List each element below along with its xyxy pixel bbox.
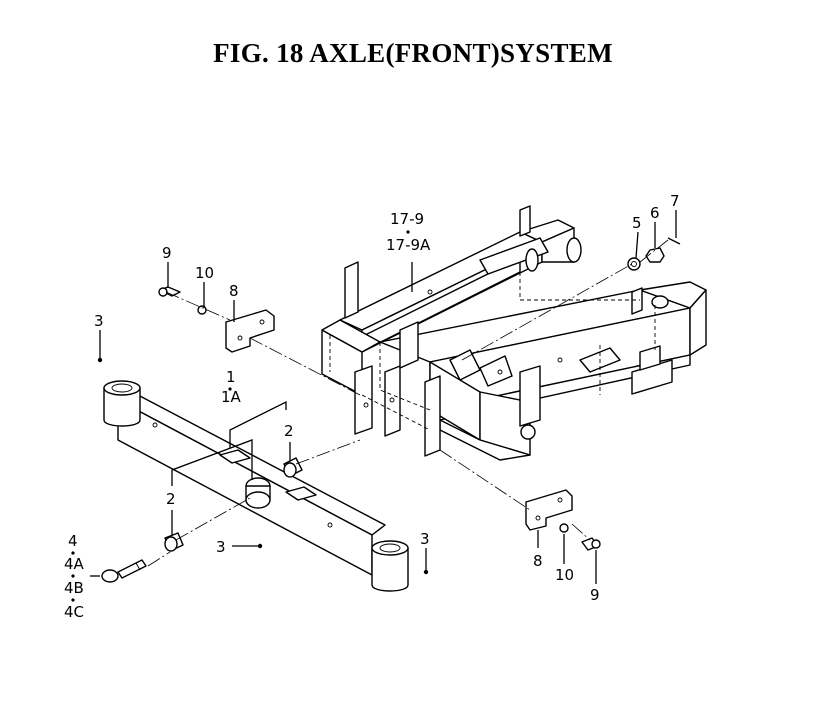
callout-bushing-right: 2 — [284, 422, 294, 440]
bushing-left — [164, 532, 184, 552]
nut — [645, 247, 665, 263]
bracket-left — [225, 309, 275, 353]
cotter-pin — [667, 237, 681, 245]
centerline-bushing — [295, 439, 361, 465]
washer — [627, 257, 641, 271]
callout-grease-left: 3 — [94, 312, 104, 330]
callout-bolt-right: 9 — [590, 586, 600, 604]
callout-bolt-left: 9 — [162, 244, 172, 262]
centerline-pivot — [461, 263, 633, 361]
grease-fitting-left — [97, 357, 103, 363]
callout-washer: 5 — [632, 214, 642, 232]
callout-cotter-pin: 7 — [670, 192, 680, 210]
figure-title: FIG. 18 AXLE(FRONT)SYSTEM — [213, 38, 613, 68]
callout-axle-main: 1 — [226, 368, 236, 386]
callout-pin-a: 4A — [64, 555, 85, 573]
centerline-bracket-right — [439, 449, 531, 511]
centerline-pin-end — [147, 551, 171, 567]
bushing-right — [283, 457, 303, 478]
callout-axle-variant: 1A — [221, 388, 242, 406]
centerline-bolt-right — [571, 523, 591, 541]
pivot-pin — [101, 559, 147, 583]
callout-lock-washer-left: 10 — [195, 264, 214, 282]
centerline-bolt-left — [165, 291, 231, 321]
callout-pin-c: 4C — [64, 603, 84, 621]
centerline-nut — [639, 239, 669, 263]
callout-frame-variant: 17-9A — [386, 236, 431, 254]
grease-fitting-right — [423, 569, 429, 575]
callout-bushing-left: 2 — [166, 490, 176, 508]
bracket-right — [525, 489, 573, 531]
bolt-left — [158, 286, 181, 297]
centerline-pin — [175, 497, 251, 541]
centerline-bracket-left — [249, 337, 361, 396]
callout-grease-center: 3 — [216, 538, 226, 556]
callout-pin-main: 4 — [68, 532, 78, 550]
callout-pin-b: 4B — [64, 579, 84, 597]
callout-bracket-left: 8 — [229, 282, 239, 300]
callout-bracket-right: 8 — [533, 552, 543, 570]
callout-grease-right: 3 — [420, 530, 430, 548]
grease-fitting-center — [257, 543, 263, 549]
callout-nut: 6 — [650, 204, 660, 222]
leader-lines — [90, 210, 677, 584]
lock-washer-right — [559, 523, 569, 533]
callout-lock-washer-right: 10 — [555, 566, 574, 584]
lock-washer-left — [197, 305, 207, 315]
callout-frame-main: 17-9 — [390, 210, 424, 228]
bolt-right — [581, 537, 601, 551]
main-frame — [321, 205, 707, 461]
